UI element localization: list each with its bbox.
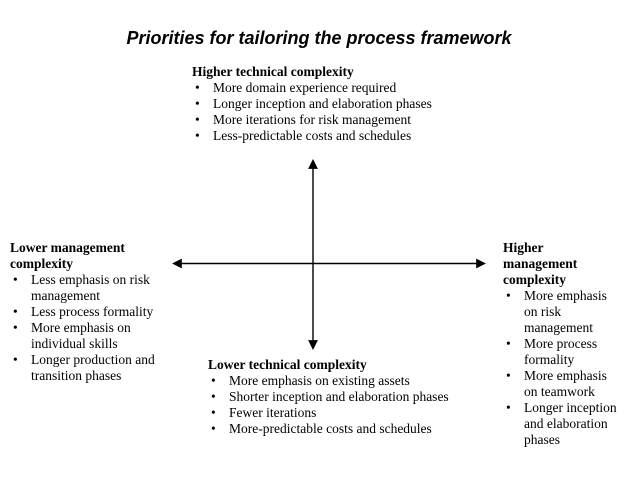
quadrant-lower-management-complexity: Lower management complexity Less emphasi… bbox=[10, 240, 168, 384]
bullet-item: Longer inception and elaboration phases bbox=[503, 400, 619, 448]
quadrant-heading: Higher technical complexity bbox=[192, 64, 354, 79]
quadrant-higher-management-complexity: Higher management complexity More emphas… bbox=[503, 240, 619, 448]
bullet-list: More emphasis on existing assets Shorter… bbox=[208, 373, 462, 437]
slide-title: Priorities for tailoring the process fra… bbox=[126, 28, 512, 48]
bullet-item: More emphasis on teamwork bbox=[503, 368, 619, 400]
bullet-item: Shorter inception and elaboration phases bbox=[208, 389, 462, 405]
quadrant-heading: Higher management complexity bbox=[503, 240, 578, 287]
bullet-item: Longer inception and elaboration phases bbox=[192, 96, 440, 112]
quadrant-heading: Lower technical complexity bbox=[208, 357, 367, 372]
bullet-item: Less process formality bbox=[10, 304, 168, 320]
bullet-item: More emphasis on risk management bbox=[503, 288, 619, 336]
quadrant-lower-technical-complexity: Lower technical complexity More emphasis… bbox=[208, 357, 462, 437]
quadrant-higher-technical-complexity: Higher technical complexity More domain … bbox=[192, 64, 440, 144]
bullet-list: More emphasis on risk management More pr… bbox=[503, 288, 619, 448]
bullet-item: Less emphasis on risk management bbox=[10, 272, 168, 304]
bullet-item: More emphasis on individual skills bbox=[10, 320, 168, 352]
bullet-item: Fewer iterations bbox=[208, 405, 462, 421]
bullet-list: More domain experience required Longer i… bbox=[192, 80, 440, 144]
bullet-item: More iterations for risk management bbox=[192, 112, 440, 128]
quadrant-heading: Lower management complexity bbox=[10, 240, 125, 271]
bullet-list: Less emphasis on risk management Less pr… bbox=[10, 272, 168, 384]
bullet-item: Less-predictable costs and schedules bbox=[192, 128, 440, 144]
bullet-item: More process formality bbox=[503, 336, 619, 368]
bullet-item: More domain experience required bbox=[192, 80, 440, 96]
bullet-item: More emphasis on existing assets bbox=[208, 373, 462, 389]
bullet-item: More-predictable costs and schedules bbox=[208, 421, 462, 437]
bullet-item: Longer production and transition phases bbox=[10, 352, 168, 384]
